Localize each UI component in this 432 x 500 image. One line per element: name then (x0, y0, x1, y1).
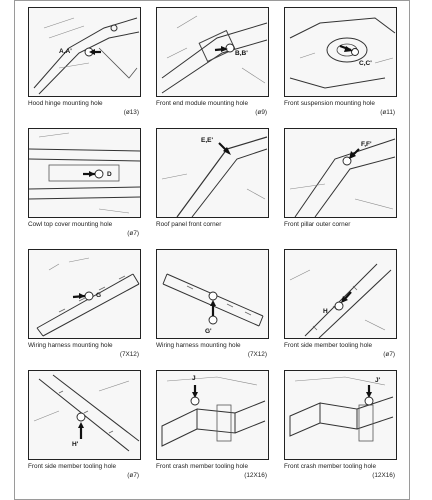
point-label: F,F' (361, 141, 372, 148)
panel-caption: Wiring harness mounting hole (28, 342, 113, 349)
wiring-harness-g-drawing (36, 257, 140, 337)
illustration-wiring-harness-g: G (28, 249, 141, 339)
illustration-wiring-harness-g-prime: G' (156, 249, 269, 339)
hole-size: (ø7) (383, 351, 395, 358)
panel-front-end-module: B,B' Front end module mounting hole (ø9) (156, 7, 269, 119)
point-label: G (96, 292, 102, 299)
point-label: D (107, 171, 112, 178)
panel-caption: Wiring harness mounting hole (156, 342, 241, 349)
panel-crash-member-j-prime: J' Front crash member tooling hole (12X1… (284, 370, 397, 482)
illustration-side-member-h: H (284, 249, 397, 339)
illustration-front-pillar: F,F' (284, 128, 397, 218)
wiring-harness-g-prime-drawing (162, 273, 264, 327)
panel-caption: Front end module mounting hole (156, 100, 249, 107)
panel-crash-member-j: J Front crash member tooling hole (12X16… (156, 370, 269, 482)
panel-front-pillar: F,F' Front pillar outer corner (284, 128, 397, 240)
crash-member-j-drawing (161, 376, 266, 447)
front-pillar-drawing (289, 138, 396, 217)
illustration-front-end-module: B,B' (156, 7, 269, 97)
panel-caption: Front pillar outer corner (284, 221, 351, 228)
point-label: E,E' (201, 137, 214, 144)
panel-side-member-h-prime: H' Front side member tooling hole (ø7) (28, 370, 141, 482)
panel-caption: Cowl top cover mounting hole (28, 221, 113, 228)
panel-side-member-h: H Front side member tooling hole (ø7) (284, 249, 397, 361)
panel-hood-hinge: A,A' Hood hinge mounting hole (ø13) (28, 7, 141, 119)
panel-caption: Front side member tooling hole (284, 342, 373, 349)
illustration-hood-hinge: A,A' (28, 7, 141, 97)
hole-size: (ø7) (127, 230, 139, 237)
front-end-module-drawing (161, 15, 268, 94)
point-label: H (323, 308, 328, 315)
front-suspension-drawing (289, 17, 396, 89)
panel-wiring-harness-g: G Wiring harness mounting hole (7X12) (28, 249, 141, 361)
panel-caption: Hood hinge mounting hole (28, 100, 103, 107)
hole-size: (12X16) (244, 472, 267, 479)
point-label: A,A' (59, 48, 72, 55)
crash-member-j-prime-drawing (289, 376, 394, 442)
hole-size: (7X12) (119, 351, 139, 358)
panel-roof-panel: E,E' Roof panel front corner (156, 128, 269, 240)
illustration-cowl-top-cover: D (28, 128, 141, 218)
point-label: J (192, 375, 196, 382)
panel-cowl-top-cover: D Cowl top cover mounting hole (ø7) (28, 128, 141, 240)
hole-size: (ø9) (255, 109, 267, 116)
illustration-roof-panel: E,E' (156, 128, 269, 218)
illustration-side-member-h-prime: H' (28, 370, 141, 460)
hole-size: (ø7) (127, 472, 139, 479)
illustration-crash-member-j: J (156, 370, 269, 460)
illustration-crash-member-j-prime: J' (284, 370, 397, 460)
hole-size: (ø11) (380, 109, 395, 116)
panel-caption: Front crash member tooling hole (284, 463, 376, 470)
side-member-h-prime-drawing (33, 374, 140, 452)
diagram-sheet: A,A' Hood hinge mounting hole (ø13) B,B'… (14, 0, 410, 500)
hood-hinge-drawing (33, 17, 140, 95)
panel-caption: Front crash member tooling hole (156, 463, 248, 470)
illustration-front-suspension: C,C' (284, 7, 397, 97)
cowl-top-cover-drawing (29, 132, 140, 214)
side-member-h-drawing (289, 263, 392, 338)
hole-size: (7X12) (247, 351, 267, 358)
roof-panel-drawing (161, 136, 268, 217)
panel-front-suspension: C,C' Front suspension mounting hole (ø11… (284, 7, 397, 119)
point-label: B,B' (235, 50, 248, 57)
panel-caption: Front suspension mounting hole (284, 100, 375, 107)
point-label: H' (72, 441, 79, 448)
panel-caption: Front side member tooling hole (28, 463, 117, 470)
point-label: C,C' (359, 60, 372, 67)
hole-size: (ø13) (123, 109, 139, 116)
point-label: G' (205, 328, 212, 335)
point-label: J' (375, 377, 381, 384)
panel-caption: Roof panel front corner (156, 221, 222, 228)
panel-wiring-harness-g-prime: G' Wiring harness mounting hole (7X12) (156, 249, 269, 361)
hole-size: (12X16) (372, 472, 395, 479)
